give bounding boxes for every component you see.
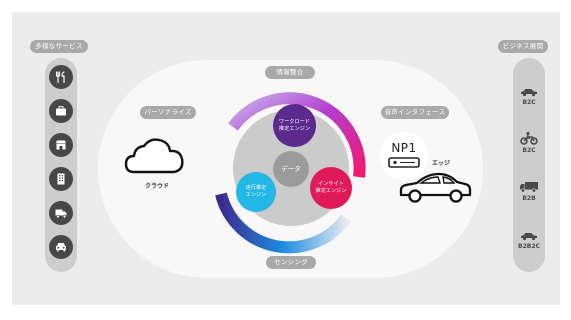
engine-line: インサイト bbox=[318, 181, 344, 187]
engine-line: ワークロード bbox=[278, 118, 311, 125]
customer-b2b2c-car: B2B2C bbox=[513, 216, 545, 250]
data-core-label: データ bbox=[281, 164, 301, 173]
engine-line: エンジン bbox=[245, 192, 267, 198]
np1-device-icon bbox=[388, 157, 420, 168]
personalize-pill: パーソナライズ bbox=[140, 106, 196, 119]
customer-label: B2B2C bbox=[518, 243, 540, 250]
edge-label: エッジ bbox=[432, 160, 451, 167]
truck-icon bbox=[520, 182, 538, 193]
customer-b2b-truck: B2B bbox=[513, 168, 545, 202]
info-integration-pill: 情報整合 bbox=[265, 66, 315, 79]
np1-label: NP1 bbox=[391, 141, 417, 155]
building-icon bbox=[49, 167, 73, 191]
car-front-icon bbox=[49, 235, 73, 259]
engine-line: 推定エンジン bbox=[315, 188, 347, 194]
np1-device: NP1 bbox=[380, 132, 428, 180]
engine-line: 走行推定 bbox=[245, 185, 267, 191]
car-side-icon bbox=[521, 233, 537, 241]
data-core: データ bbox=[273, 151, 309, 187]
workload-engine: ワークロード推定エンジン bbox=[273, 104, 316, 147]
engine-line: 推定エンジン bbox=[278, 125, 311, 132]
insight-engine: インサイト推定エンジン bbox=[310, 167, 352, 209]
services-title: 多様なサービス bbox=[30, 40, 88, 53]
cloud-label: クラウド bbox=[145, 183, 170, 190]
customer-label: B2B bbox=[522, 195, 536, 202]
car-outline-icon bbox=[399, 172, 472, 203]
business-title: ビジネス展開 bbox=[498, 40, 548, 53]
customer-label: B2C bbox=[522, 99, 536, 106]
services-column bbox=[45, 58, 77, 272]
sensing-pill: センシング bbox=[266, 256, 316, 269]
storefront-icon bbox=[49, 133, 73, 157]
delivery-truck-icon bbox=[49, 201, 73, 225]
motorcycle-icon bbox=[520, 131, 538, 145]
voice-interface-pill: 音声インタフェース bbox=[381, 106, 449, 119]
customer-b2c-car: B2C bbox=[513, 72, 545, 106]
customer-b2c-motorcycle: B2C bbox=[513, 120, 545, 154]
cloud-icon bbox=[124, 138, 184, 174]
business-column: B2C B2C B2B bbox=[513, 58, 545, 272]
briefcase-icon bbox=[49, 99, 73, 123]
car-side-icon bbox=[521, 89, 537, 97]
customer-label: B2C bbox=[522, 147, 536, 154]
driving-engine: 走行推定エンジン bbox=[236, 172, 276, 212]
utensils-icon bbox=[49, 65, 73, 89]
